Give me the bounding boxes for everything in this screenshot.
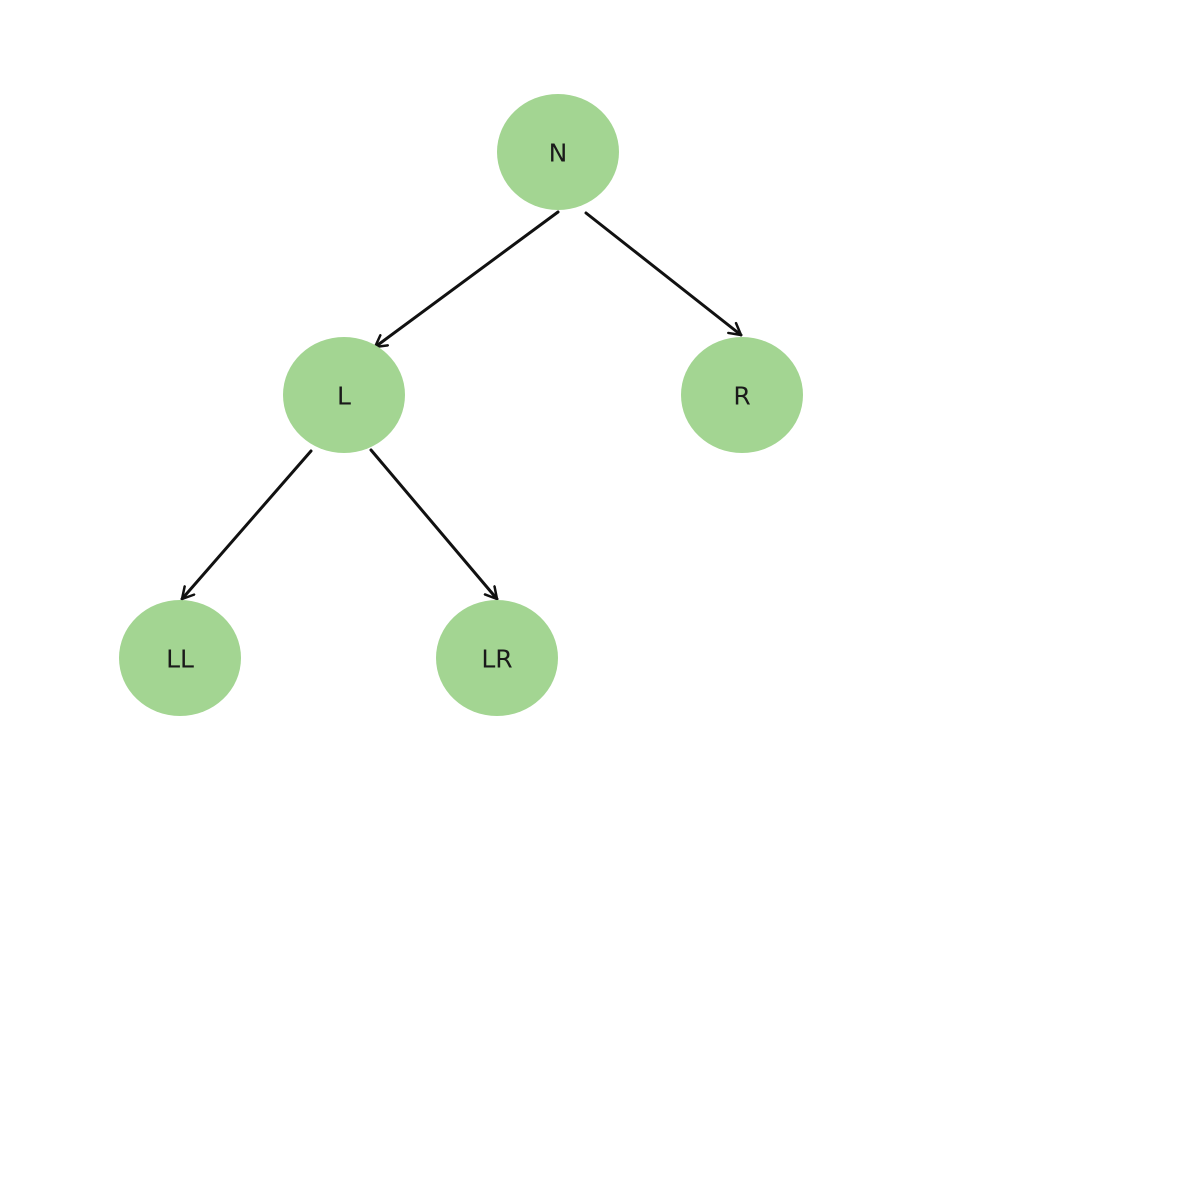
node-ll: LL: [119, 600, 241, 716]
node-l-label: L: [337, 382, 351, 411]
node-r-label: R: [733, 382, 750, 411]
node-n: N: [497, 94, 619, 210]
node-lr: LR: [436, 600, 558, 716]
node-ll-label: LL: [166, 645, 194, 674]
node-lr-label: LR: [481, 645, 512, 674]
node-lr-circle: [436, 600, 558, 716]
node-l: L: [283, 337, 405, 453]
edge-n-to-l: [373, 210, 560, 349]
node-r-circle: [681, 337, 803, 453]
edge-l-to-lr: [369, 448, 499, 601]
node-l-circle: [283, 337, 405, 453]
edge-n-to-r: [584, 211, 743, 337]
edge-l-to-ll: [180, 449, 313, 601]
node-ll-circle: [119, 600, 241, 716]
node-n-label: N: [549, 139, 568, 168]
edges: [180, 210, 743, 601]
node-r: R: [681, 337, 803, 453]
node-n-circle: [497, 94, 619, 210]
